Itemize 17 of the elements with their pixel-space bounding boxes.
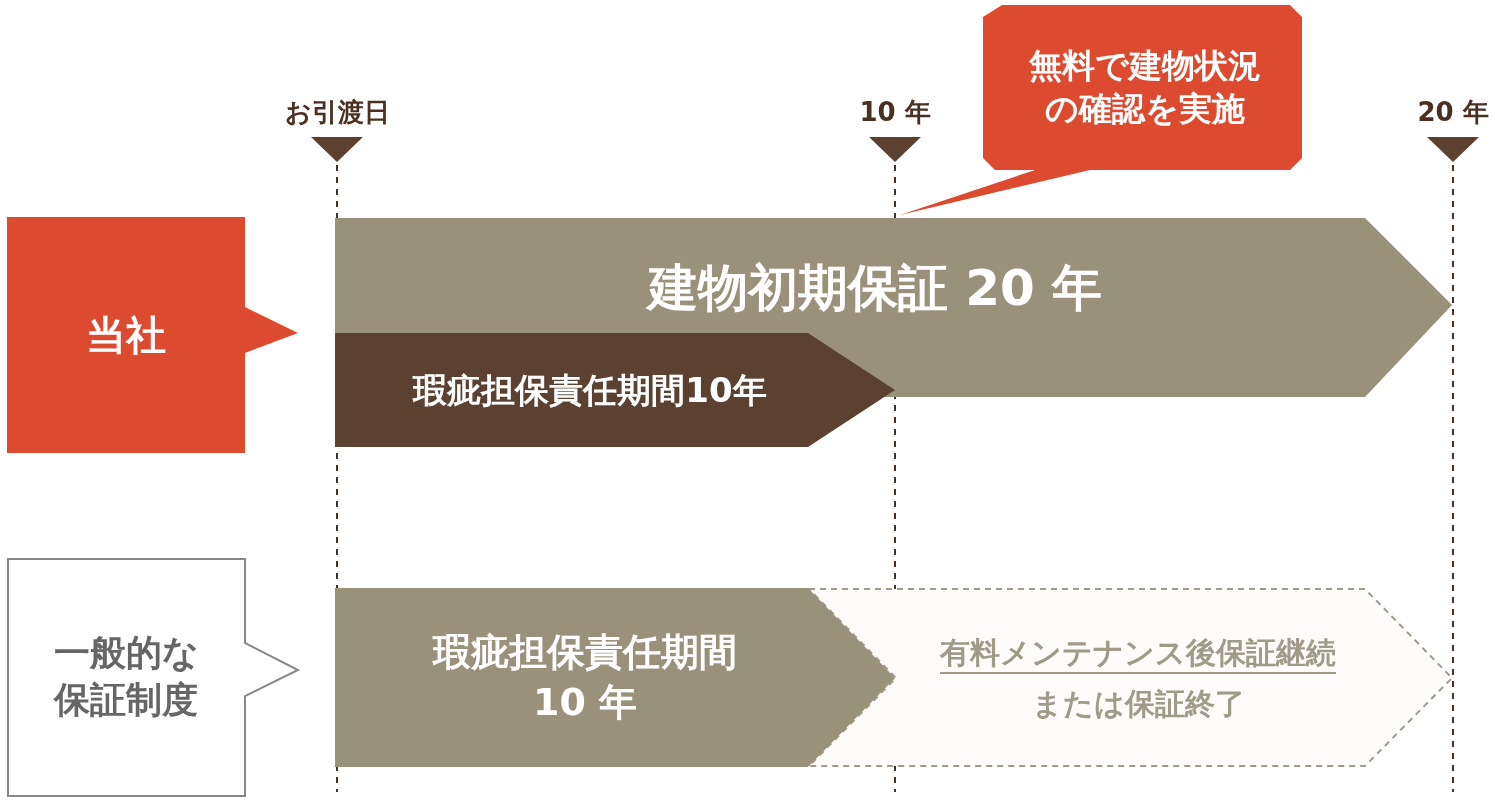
optional-period-band bbox=[808, 588, 1454, 768]
arrow-label: 建物初期保証 20 年 bbox=[647, 257, 1103, 319]
liability-period-band bbox=[335, 588, 896, 768]
arrow-label: 瑕疵担保責任期間 10 年 bbox=[431, 629, 738, 726]
tag-label: 当社 bbox=[86, 311, 166, 360]
arrow-label: 有料メンテナンス後保証継続 bbox=[940, 633, 1336, 674]
timeline-label: 10 年 bbox=[859, 96, 931, 129]
callout-text: 無料で建物状況の確認を実施 bbox=[1027, 44, 1262, 130]
arrow-label: 瑕疵担保責任期間10年 bbox=[413, 368, 767, 412]
tag-label: 一般的な保証制度 bbox=[52, 631, 200, 722]
arrow-label: または保証終了 bbox=[1031, 685, 1245, 723]
system-label-tag bbox=[7, 558, 300, 798]
timeline-label: 20 年 bbox=[1417, 96, 1489, 129]
timeline-label: お引渡日 bbox=[284, 96, 390, 129]
liability-period-band bbox=[335, 333, 896, 448]
company-label-tag bbox=[7, 217, 300, 454]
speech-bubble bbox=[900, 5, 1302, 217]
